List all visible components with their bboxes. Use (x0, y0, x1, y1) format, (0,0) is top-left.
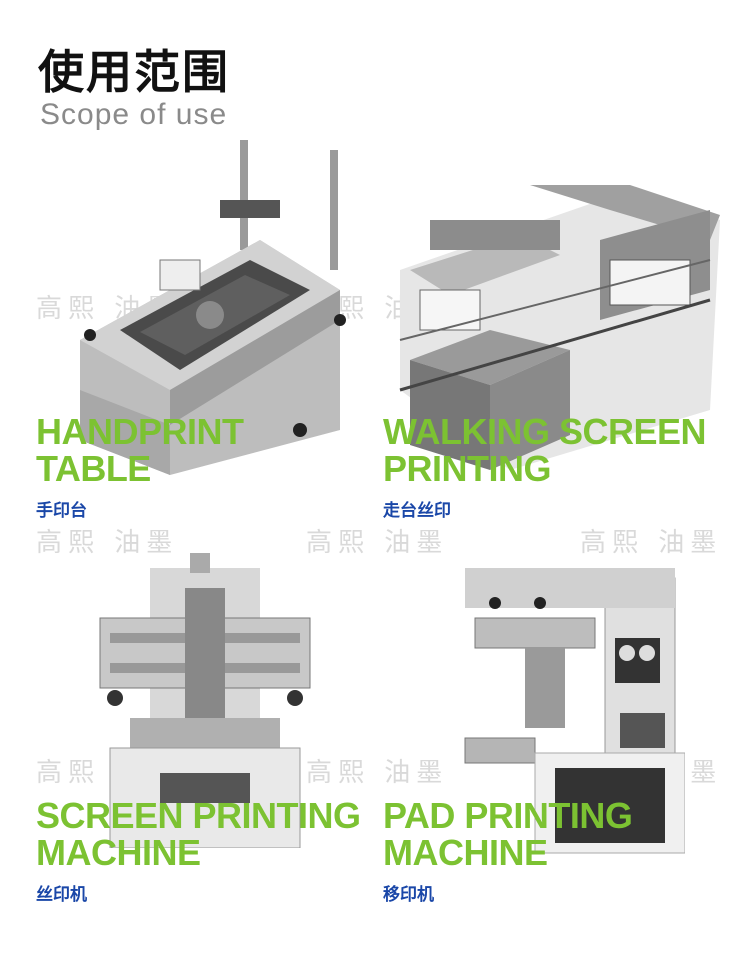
caption-pad-printing-machine: PAD PRINTING MACHINE 移印机 (383, 795, 633, 905)
caption-handprint-table: HANDPRINT TABLE 手印台 (36, 413, 244, 521)
watermark: 高熙 油墨 (36, 528, 179, 558)
watermark: 高熙 油墨 (306, 758, 449, 788)
caption-en-line2: MACHINE (36, 832, 201, 873)
watermark: 高熙 油墨 (306, 528, 449, 558)
caption-en-line2: TABLE (36, 448, 151, 489)
caption-en-line2: PRINTING (383, 448, 552, 489)
caption-screen-printing-machine: SCREEN PRINTING MACHINE 丝印机 (36, 797, 361, 905)
caption-en-line1: HANDPRINT (36, 411, 244, 452)
page-title: 使用范围 (38, 45, 230, 99)
caption-zh: 走台丝印 (383, 501, 451, 521)
caption-zh: 手印台 (36, 501, 87, 521)
caption-walking-screen-printing: WALKING SCREEN PRINTING 走台丝印 (383, 411, 707, 521)
screen-printing-machine-image (99, 553, 311, 848)
page-subtitle: Scope of use (40, 98, 228, 131)
caption-zh: 丝印机 (36, 885, 87, 905)
watermark: 高熙 油墨 (580, 528, 723, 558)
handprint-table-image (80, 140, 346, 475)
caption-en-line1: WALKING SCREEN (383, 411, 707, 452)
caption-en-line2: MACHINE (383, 832, 548, 873)
caption-zh: 移印机 (383, 885, 434, 905)
walking-screen-printing-image (399, 185, 720, 470)
caption-en-line1: PAD PRINTING (383, 795, 633, 836)
caption-en-line1: SCREEN PRINTING (36, 795, 361, 836)
pad-printing-machine-image (464, 568, 685, 854)
